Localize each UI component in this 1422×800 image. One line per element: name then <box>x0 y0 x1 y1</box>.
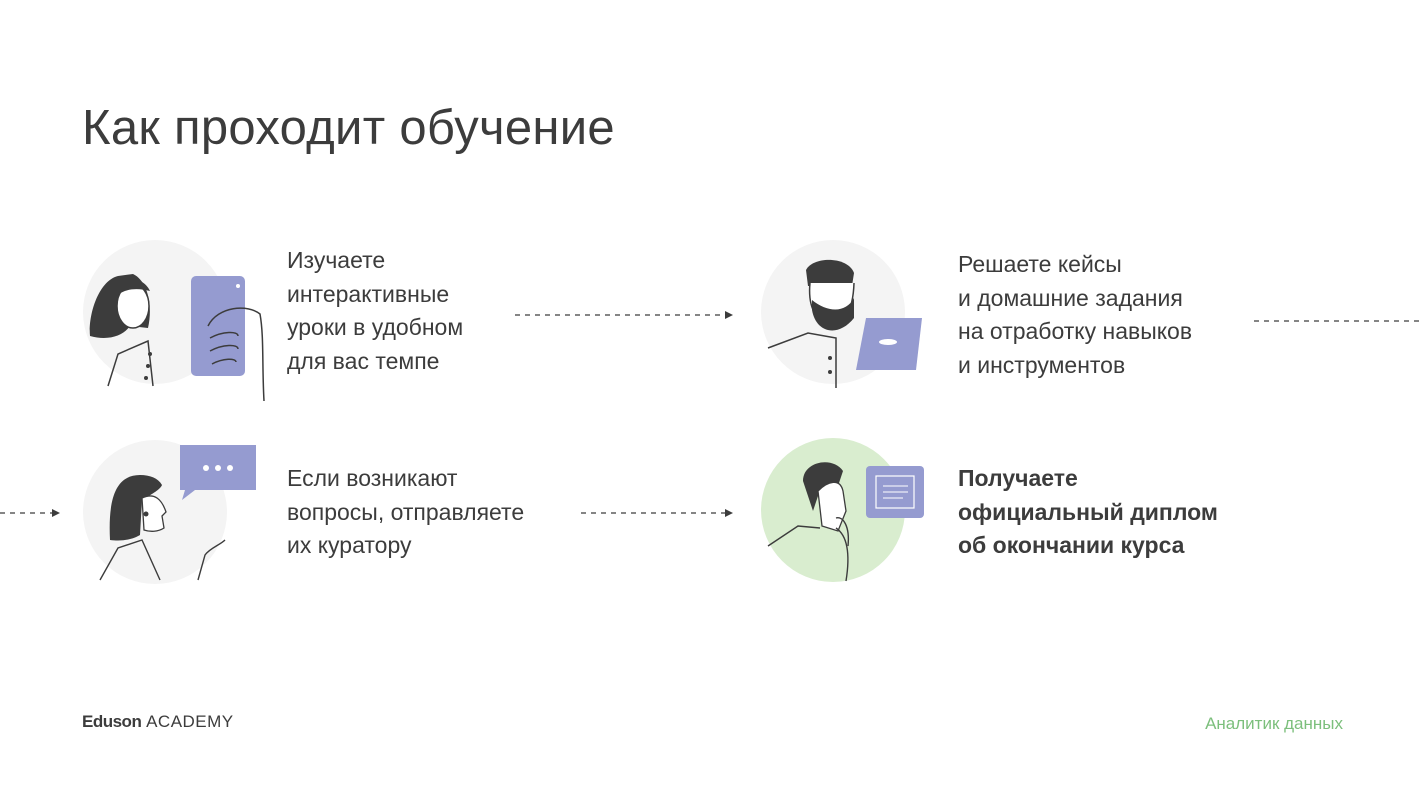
man-with-diploma-illustration <box>761 438 924 582</box>
step-4-line: официальный диплом <box>958 498 1218 525</box>
step-2-line: на отработку навыков <box>958 318 1193 344</box>
woman-with-phone-illustration <box>83 240 265 402</box>
brand-name: Eduson <box>82 712 142 731</box>
step-2-line: и домашние задания <box>958 284 1183 311</box>
step-1-line: интерактивные <box>287 280 450 307</box>
step-3-text: Если возникают вопросы, отправляете их к… <box>287 462 524 563</box>
page-title: Как проходит обучение <box>82 101 615 155</box>
brand-logo: Eduson ACADEMY <box>82 712 234 732</box>
step-1-line: уроки в удобном <box>287 314 464 340</box>
dashed-arrow-icon <box>581 509 733 517</box>
step-4-line: об окончании курса <box>958 532 1185 558</box>
step-3-line: Если возникают <box>287 465 458 491</box>
step-4-line: Получаете <box>958 465 1078 491</box>
man-with-laptop-illustration <box>761 240 922 388</box>
dashed-line-icon <box>1254 320 1422 322</box>
step-2-line: и инструментов <box>958 351 1126 378</box>
step-1-line: Изучаете <box>287 247 386 273</box>
course-name: Аналитик данных <box>1205 714 1343 733</box>
brand-suffix: ACADEMY <box>146 712 234 731</box>
step-3-line: их куратору <box>287 532 412 558</box>
step-1-line: для вас темпе <box>287 347 440 374</box>
step-2-line: Решаете кейсы <box>958 251 1122 277</box>
dashed-arrow-icon <box>0 509 60 517</box>
dashed-arrow-icon <box>515 311 733 319</box>
step-2-text: Решаете кейсы и домашние задания на отра… <box>958 248 1192 382</box>
woman-with-chat-bubble-illustration <box>83 440 256 584</box>
step-1-text: Изучаете интерактивные уроки в удобном д… <box>287 244 463 378</box>
step-4-text: Получаете официальный диплом об окончани… <box>958 462 1218 563</box>
step-3-line: вопросы, отправляете <box>287 498 525 525</box>
